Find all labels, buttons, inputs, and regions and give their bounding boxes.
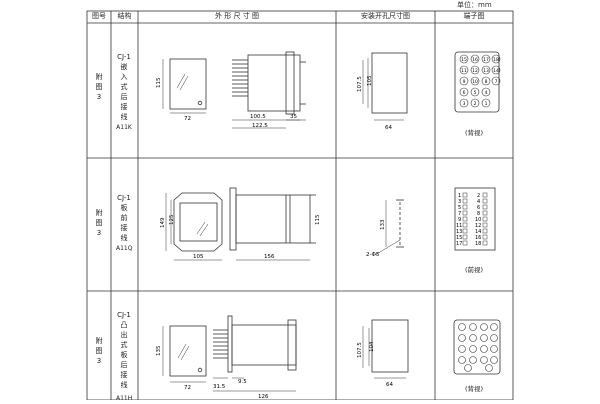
svg-text:35: 35 (290, 114, 297, 120)
svg-text:100.5: 100.5 (250, 114, 266, 120)
svg-text:72: 72 (184, 385, 191, 391)
svg-text:16: 16 (472, 57, 478, 63)
svg-text:18: 18 (493, 57, 499, 63)
svg-text:149: 149 (160, 217, 166, 228)
svg-text:15: 15 (461, 57, 467, 63)
svg-text:122.5: 122.5 (252, 123, 268, 129)
row3-structure: CJ-1 凸出 式板 后接 线 A11H (116, 311, 133, 402)
svg-text:2-Φ5: 2-Φ5 (366, 252, 380, 258)
svg-text:4: 4 (477, 199, 480, 205)
svg-text:4: 4 (485, 90, 488, 96)
svg-text:7: 7 (495, 79, 498, 85)
header-outline: 外 形 尺 寸 图 (215, 12, 259, 20)
row2-front-plate (173, 192, 223, 252)
svg-text:8: 8 (477, 211, 480, 217)
svg-text:1: 1 (458, 193, 461, 199)
svg-text:115: 115 (156, 77, 162, 88)
svg-text:31.5: 31.5 (213, 384, 226, 390)
header-terminal: 端子图 (463, 12, 485, 20)
svg-text:14: 14 (475, 229, 481, 235)
svg-text:6: 6 (463, 90, 466, 96)
svg-text:15: 15 (456, 235, 462, 241)
svg-text:10: 10 (472, 79, 478, 85)
svg-text:125: 125 (169, 214, 175, 225)
svg-text:107.5: 107.5 (357, 76, 363, 92)
row2-view-label: (前视) (464, 266, 484, 274)
svg-text:12: 12 (475, 223, 481, 229)
svg-text:11: 11 (461, 68, 467, 74)
svg-text:9: 9 (458, 217, 461, 223)
svg-text:156: 156 (264, 254, 275, 260)
header-fig-no: 图号 (92, 12, 106, 20)
svg-text:6: 6 (477, 205, 480, 211)
svg-text:16: 16 (475, 235, 481, 241)
svg-text:7: 7 (458, 211, 461, 217)
svg-text:2: 2 (474, 101, 477, 107)
svg-text:5: 5 (474, 90, 477, 96)
row1-structure: CJ-1 嵌入 式后 接线 A11K (116, 53, 132, 131)
svg-text:17: 17 (483, 57, 489, 63)
svg-text:14: 14 (493, 68, 499, 74)
svg-text:18: 18 (475, 241, 481, 247)
unit-label: 单位：mm (457, 1, 492, 9)
svg-text:133: 133 (380, 219, 386, 230)
svg-text:9: 9 (463, 79, 466, 85)
svg-text:3: 3 (458, 199, 461, 205)
svg-text:64: 64 (386, 382, 393, 388)
header-mounting: 安装开孔尺寸图 (361, 12, 410, 20)
svg-text:135: 135 (156, 345, 162, 356)
svg-text:17: 17 (456, 241, 462, 247)
svg-text:5: 5 (458, 205, 461, 211)
svg-text:107.5: 107.5 (357, 342, 363, 358)
svg-text:115: 115 (315, 214, 321, 225)
svg-text:12: 12 (472, 68, 478, 74)
svg-text:1: 1 (485, 101, 488, 107)
svg-text:105: 105 (367, 75, 373, 86)
svg-text:105: 105 (193, 254, 204, 260)
svg-text:9.5: 9.5 (238, 379, 247, 385)
svg-text:3: 3 (463, 101, 466, 107)
svg-text:72: 72 (184, 116, 191, 122)
row2-structure: CJ-1 板前 接线 A11Q (116, 194, 133, 252)
row1-front-panel (169, 58, 207, 110)
row1-view-label: (背视) (464, 129, 484, 137)
svg-text:13: 13 (483, 68, 489, 74)
svg-text:11: 11 (456, 223, 462, 229)
row3-view-label: (背视) (464, 385, 484, 393)
svg-text:2: 2 (477, 193, 480, 199)
svg-text:64: 64 (385, 125, 392, 131)
svg-text:8: 8 (485, 79, 488, 85)
header-structure: 结构 (117, 12, 132, 20)
row3-front-panel (169, 325, 207, 377)
svg-text:10: 10 (475, 217, 481, 223)
svg-text:104: 104 (369, 341, 375, 352)
svg-text:13: 13 (456, 229, 462, 235)
svg-text:126: 126 (258, 394, 269, 400)
